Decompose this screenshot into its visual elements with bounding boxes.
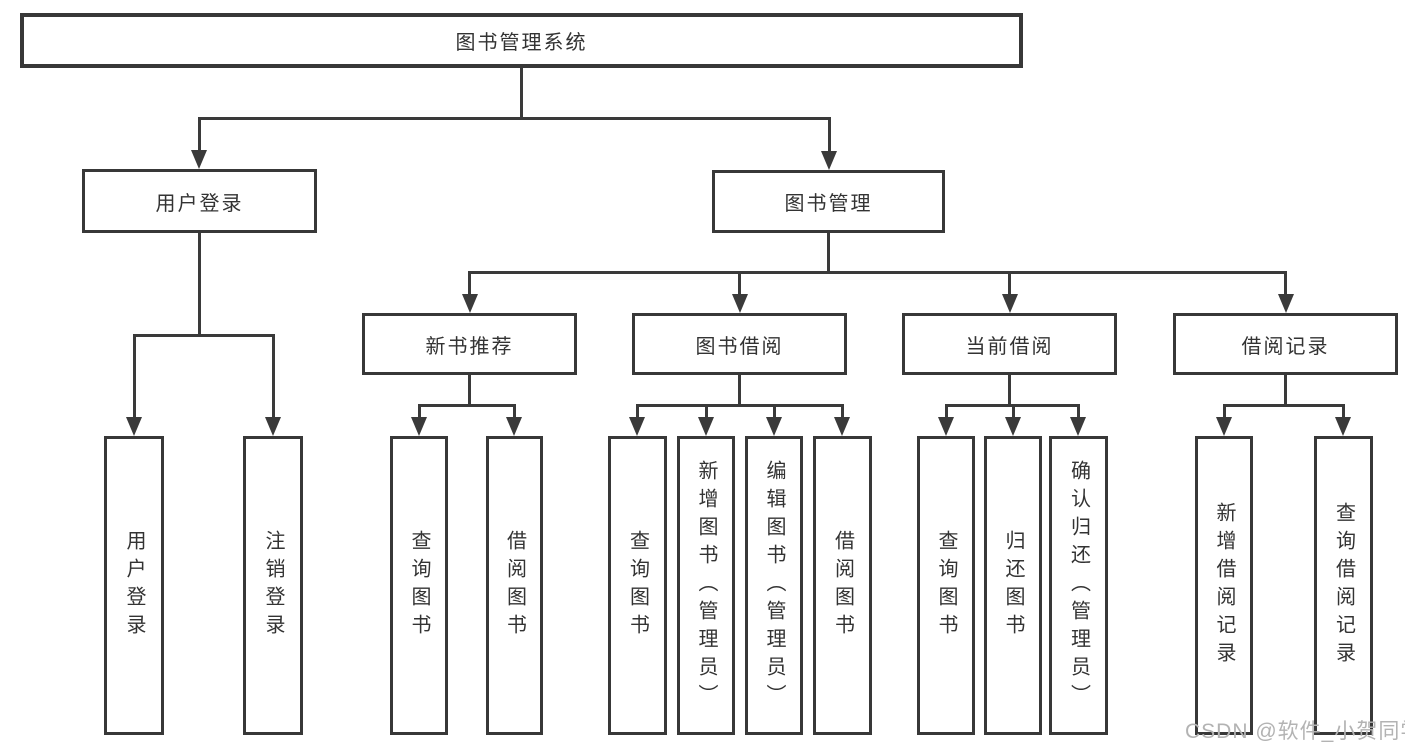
arrowhead-down-icon xyxy=(191,150,207,169)
arrowhead-down-icon xyxy=(629,417,645,436)
leaf-query-books-current: 查询图书 xyxy=(917,436,975,735)
arrowhead-down-icon xyxy=(938,417,954,436)
connector-line xyxy=(828,117,831,152)
connector-line xyxy=(841,404,844,418)
node-label: 用户登录 xyxy=(155,192,244,215)
connector-line xyxy=(469,271,1286,274)
connector-line xyxy=(133,334,136,418)
node-label: 确认归还（管理员） xyxy=(1067,459,1090,712)
arrowhead-down-icon xyxy=(1005,417,1021,436)
connector-line xyxy=(1284,271,1287,295)
node-label: 归还图书 xyxy=(1002,529,1024,642)
connector-line xyxy=(272,334,275,418)
connector-line xyxy=(1008,375,1011,406)
connector-line xyxy=(773,404,776,418)
node-label: 注销登录 xyxy=(262,529,284,642)
connector-line xyxy=(198,233,201,336)
node-label: 查询借阅记录 xyxy=(1332,501,1355,670)
node-label: 新增图书（管理员） xyxy=(695,459,717,712)
connector-line xyxy=(1342,404,1345,418)
arrowhead-down-icon xyxy=(1070,417,1086,436)
leaf-query-books-borrowing: 查询图书 xyxy=(608,436,667,735)
node-book-borrowing: 图书借阅 xyxy=(632,313,847,375)
arrowhead-down-icon xyxy=(834,417,850,436)
arrowhead-down-icon xyxy=(506,417,522,436)
arrowhead-down-icon xyxy=(698,417,714,436)
connector-line xyxy=(1077,404,1080,418)
connector-line xyxy=(198,117,201,152)
arrowhead-down-icon xyxy=(126,417,142,436)
connector-line xyxy=(133,334,274,337)
node-root-library-management-system: 图书管理系统 xyxy=(20,13,1023,68)
leaf-add-books-admin: 新增图书（管理员） xyxy=(677,436,735,735)
connector-line xyxy=(418,404,516,407)
arrowhead-down-icon xyxy=(265,417,281,436)
connector-line xyxy=(738,271,741,295)
connector-line xyxy=(198,117,831,120)
connector-line xyxy=(636,404,639,418)
connector-line xyxy=(468,271,471,295)
leaf-confirm-return-admin: 确认归还（管理员） xyxy=(1049,436,1108,735)
node-label: 借阅图书 xyxy=(831,529,854,642)
arrowhead-down-icon xyxy=(1002,294,1018,313)
node-label: 借阅图书 xyxy=(503,529,526,642)
node-label: 查询图书 xyxy=(626,529,649,642)
arrowhead-down-icon xyxy=(766,417,782,436)
csdn-watermark: CSDN @软件_小贺同学 xyxy=(1185,720,1405,743)
arrowhead-down-icon xyxy=(411,417,427,436)
node-label: 当前借阅 xyxy=(965,335,1054,358)
leaf-query-books-recommend: 查询图书 xyxy=(390,436,448,735)
node-label: 图书借阅 xyxy=(695,335,784,358)
connector-line xyxy=(827,233,830,274)
leaf-edit-books-admin: 编辑图书（管理员） xyxy=(745,436,803,735)
node-book-management: 图书管理 xyxy=(712,170,945,233)
node-current-borrowing: 当前借阅 xyxy=(902,313,1117,375)
connector-line xyxy=(513,404,516,418)
connector-line xyxy=(520,68,523,118)
node-label: 用户登录 xyxy=(123,529,145,642)
leaf-borrow-books-recommend: 借阅图书 xyxy=(486,436,543,735)
node-label: 查询图书 xyxy=(935,529,957,642)
connector-line xyxy=(636,404,844,407)
arrowhead-down-icon xyxy=(1216,417,1232,436)
leaf-query-borrow-record: 查询借阅记录 xyxy=(1314,436,1373,735)
connector-line xyxy=(1012,404,1015,418)
leaf-borrow-books: 借阅图书 xyxy=(813,436,872,735)
connector-line xyxy=(418,404,421,418)
connector-line xyxy=(468,375,471,406)
node-label: 查询图书 xyxy=(408,529,430,642)
node-new-book-recommend: 新书推荐 xyxy=(362,313,577,375)
leaf-add-borrow-record: 新增借阅记录 xyxy=(1195,436,1253,735)
connector-line xyxy=(1008,271,1011,295)
leaf-return-books: 归还图书 xyxy=(984,436,1042,735)
connector-line xyxy=(1223,404,1226,418)
node-label: 借阅记录 xyxy=(1241,335,1330,358)
connector-line xyxy=(945,404,948,418)
node-label: 图书管理 xyxy=(784,193,873,215)
arrowhead-down-icon xyxy=(732,294,748,313)
arrowhead-down-icon xyxy=(1335,417,1351,436)
connector-line xyxy=(1223,404,1345,407)
node-label: 新书推荐 xyxy=(425,335,514,358)
arrowhead-down-icon xyxy=(1278,294,1294,313)
node-label: 新增借阅记录 xyxy=(1213,501,1235,670)
connector-line xyxy=(705,404,708,418)
connector-line xyxy=(738,375,741,406)
arrowhead-down-icon xyxy=(821,151,837,170)
connector-line xyxy=(1284,375,1287,406)
leaf-logout: 注销登录 xyxy=(243,436,303,735)
leaf-user-login: 用户登录 xyxy=(104,436,164,735)
node-label: 编辑图书（管理员） xyxy=(763,459,785,712)
node-borrowing-records: 借阅记录 xyxy=(1173,313,1398,375)
node-user-login: 用户登录 xyxy=(82,169,317,233)
node-label: 图书管理系统 xyxy=(455,32,588,54)
arrowhead-down-icon xyxy=(462,294,478,313)
